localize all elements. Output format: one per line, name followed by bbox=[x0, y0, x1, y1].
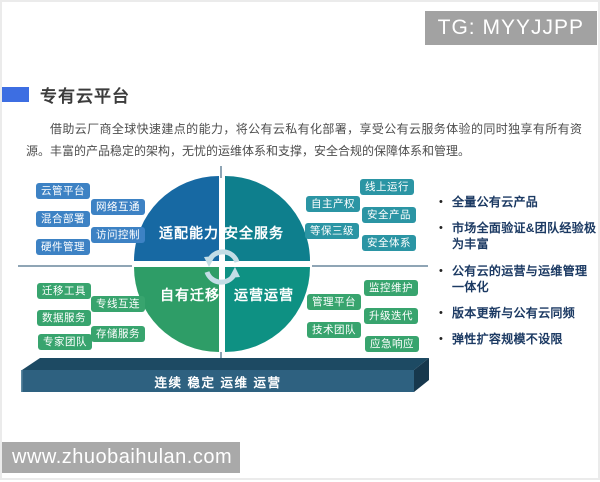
divider-line-top bbox=[220, 166, 222, 178]
feature-box: 硬件管理 bbox=[36, 239, 90, 255]
list-item: •公有云的运营与运维管理一体化 bbox=[439, 263, 588, 294]
quadrant-operation bbox=[225, 267, 310, 352]
page-title: 专有云平台 bbox=[40, 87, 130, 106]
feature-box: 等保三级 bbox=[305, 223, 359, 239]
banner-3d-bar bbox=[21, 358, 429, 392]
feature-box: 专家团队 bbox=[38, 334, 92, 350]
quadrant-circle: 适配能力 安全服务 自有迁移 运营运营 bbox=[134, 176, 310, 352]
tg-badge: TG: MYYJJPP bbox=[424, 11, 597, 45]
feature-box: 网络互通 bbox=[91, 199, 145, 215]
feature-box: 存储服务 bbox=[91, 326, 145, 342]
feature-box: 技术团队 bbox=[307, 322, 361, 338]
feature-box: 数据服务 bbox=[37, 310, 91, 326]
title-marker bbox=[2, 87, 29, 102]
benefits-list: •全量公有云产品 •市场全面验证&团队经验极为丰富 •公有云的运营与运维管理一体… bbox=[439, 194, 597, 347]
feature-box: 迁移工具 bbox=[37, 283, 91, 299]
bullet-icon: • bbox=[439, 196, 443, 208]
watermark: www.zhuobaihulan.com bbox=[2, 442, 240, 473]
quadrant-adaptability bbox=[134, 176, 219, 261]
feature-box: 自主产权 bbox=[306, 196, 360, 212]
quadrant-label-security: 安全服务 bbox=[224, 225, 284, 241]
feature-box: 访问控制 bbox=[91, 227, 145, 243]
divider-line-bottom bbox=[220, 352, 222, 368]
bullet-icon: • bbox=[439, 264, 443, 277]
intro-paragraph: 借助云厂商全球快速建点的能力，将公有云私有化部署，享受公有云服务体验的同时独享有… bbox=[26, 122, 582, 159]
quadrant-label-operation: 运营运营 bbox=[234, 287, 294, 303]
title-row: 专有云平台 bbox=[2, 82, 130, 107]
bullet-icon: • bbox=[439, 333, 443, 346]
feature-box: 专线互连 bbox=[91, 296, 145, 312]
banner-text: 连续 稳定 运维 运营 bbox=[154, 375, 282, 390]
list-item: •市场全面验证&团队经验极为丰富 bbox=[439, 221, 597, 252]
feature-box: 安全体系 bbox=[362, 235, 416, 251]
quadrant-security bbox=[225, 176, 310, 261]
bullet-icon: • bbox=[439, 222, 443, 235]
feature-box: 应急响应 bbox=[365, 336, 419, 352]
list-item: •全量公有云产品 bbox=[439, 195, 539, 209]
feature-box: 混合部署 bbox=[36, 211, 90, 227]
quadrant-migration bbox=[134, 267, 219, 352]
divider-line-left bbox=[18, 265, 132, 267]
divider-line-right bbox=[312, 265, 428, 267]
feature-box: 升级迭代 bbox=[364, 308, 418, 324]
list-item: •弹性扩容规模不设限 bbox=[439, 332, 563, 347]
quadrant-label-migration: 自有迁移 bbox=[160, 287, 220, 303]
feature-box: 线上运行 bbox=[360, 179, 414, 195]
feature-box: 监控维护 bbox=[364, 280, 418, 296]
feature-box: 管理平台 bbox=[307, 294, 361, 310]
list-item: •版本更新与公有云同频 bbox=[439, 305, 576, 320]
feature-box: 云管平台 bbox=[36, 183, 90, 199]
feature-box: 安全产品 bbox=[362, 207, 416, 223]
quadrant-label-adaptability: 适配能力 bbox=[159, 225, 219, 241]
sync-arrows-icon bbox=[204, 249, 240, 285]
bullet-icon: • bbox=[439, 306, 443, 319]
